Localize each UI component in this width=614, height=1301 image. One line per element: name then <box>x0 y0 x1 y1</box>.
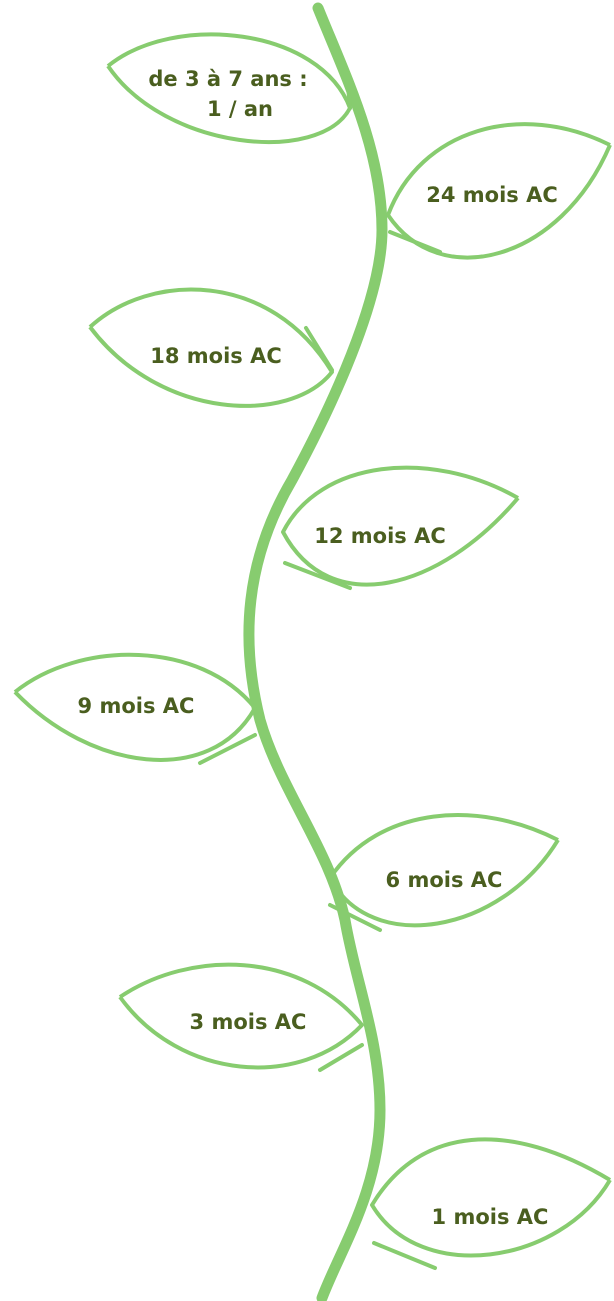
leaf-label: de 3 à 7 ans : <box>148 67 307 91</box>
leaf-petiole <box>198 733 257 765</box>
leaf-18m: 18 mois AC <box>88 287 334 408</box>
leaf-petiole <box>304 326 334 372</box>
leaf-label: 24 mois AC <box>426 183 558 207</box>
leaf-outline <box>370 1137 612 1258</box>
leaf-outline <box>13 652 257 762</box>
leaf-label: 12 mois AC <box>314 524 446 548</box>
leaf-petiole <box>346 84 352 110</box>
leaf-top: de 3 à 7 ans : 1 / an <box>106 32 352 145</box>
leaf-petiole <box>372 1241 437 1270</box>
vine-stem <box>243 2 388 1301</box>
leaf-outline <box>118 962 364 1070</box>
leaf-label: 9 mois AC <box>78 694 195 718</box>
leaf-6m: 6 mois AC <box>328 813 560 932</box>
leaf-outline <box>328 813 560 928</box>
leaf-petiole <box>318 1043 364 1072</box>
leaf-petiole <box>328 903 382 932</box>
leaf-1m: 1 mois AC <box>370 1137 612 1270</box>
leaf-outline <box>281 465 520 587</box>
leaf-outline <box>386 122 612 260</box>
leaf-label: 18 mois AC <box>150 344 282 368</box>
leaf-label: 1 mois AC <box>432 1205 549 1229</box>
leaf-label: 1 / an <box>207 97 273 121</box>
leaf-9m: 9 mois AC <box>13 652 257 765</box>
leaf-12m: 12 mois AC <box>281 465 520 590</box>
leaf-petiole <box>388 230 442 254</box>
leaf-label: 6 mois AC <box>386 868 503 892</box>
leaf-outline <box>88 287 334 408</box>
leaf-petiole <box>283 561 352 590</box>
leaf-24m: 24 mois AC <box>386 122 612 260</box>
leaf-label: 3 mois AC <box>190 1010 307 1034</box>
leaf-3m: 3 mois AC <box>118 962 364 1072</box>
